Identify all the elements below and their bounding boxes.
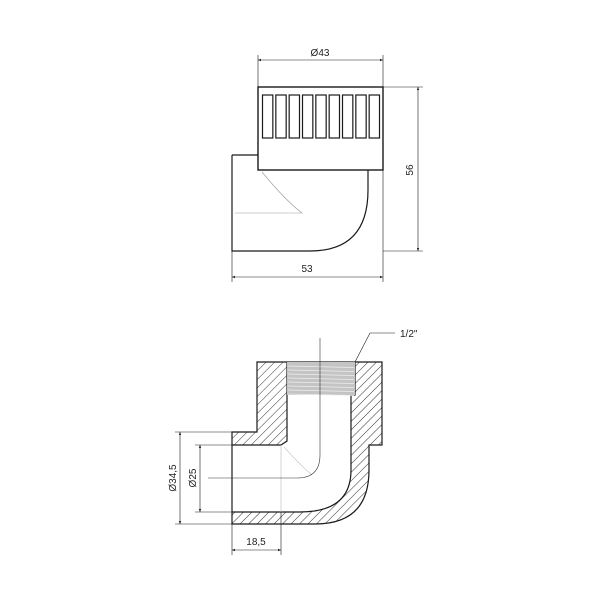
top-view bbox=[231, 55, 423, 282]
thread-line bbox=[287, 389, 355, 392]
section-view bbox=[175, 332, 395, 555]
rib bbox=[328, 94, 341, 139]
dim-label-diameter: Ø43 bbox=[311, 48, 330, 59]
thread-line bbox=[287, 393, 355, 396]
thread-line bbox=[287, 373, 355, 376]
rib bbox=[261, 94, 274, 139]
center-line bbox=[208, 338, 321, 479]
dim-label-socket-depth: 18,5 bbox=[246, 537, 266, 548]
hatched-wall bbox=[231, 361, 383, 525]
rib bbox=[315, 94, 327, 139]
rib bbox=[341, 94, 354, 139]
thread-lines bbox=[287, 365, 355, 396]
rib bbox=[368, 94, 381, 139]
dim-label-width: 53 bbox=[301, 264, 313, 275]
inner-contour bbox=[235, 171, 303, 214]
rib bbox=[275, 94, 287, 139]
thread-leader bbox=[354, 332, 395, 363]
ribbed-cap bbox=[257, 86, 384, 171]
dim-label-height: 56 bbox=[405, 164, 416, 176]
elbow-body bbox=[231, 154, 369, 252]
dim-label-outer-diameter: Ø34,5 bbox=[168, 464, 179, 492]
thread-line bbox=[287, 377, 355, 380]
rib bbox=[355, 94, 367, 139]
rib bbox=[288, 94, 301, 139]
ribs bbox=[261, 94, 381, 139]
thread-line bbox=[287, 385, 355, 388]
thread-line bbox=[287, 365, 355, 368]
rib bbox=[301, 94, 314, 139]
thread-line bbox=[287, 381, 355, 384]
dim-label-thread: 1/2" bbox=[400, 329, 418, 340]
dim-label-inner-diameter: Ø25 bbox=[188, 468, 199, 487]
thread-line bbox=[287, 369, 355, 372]
